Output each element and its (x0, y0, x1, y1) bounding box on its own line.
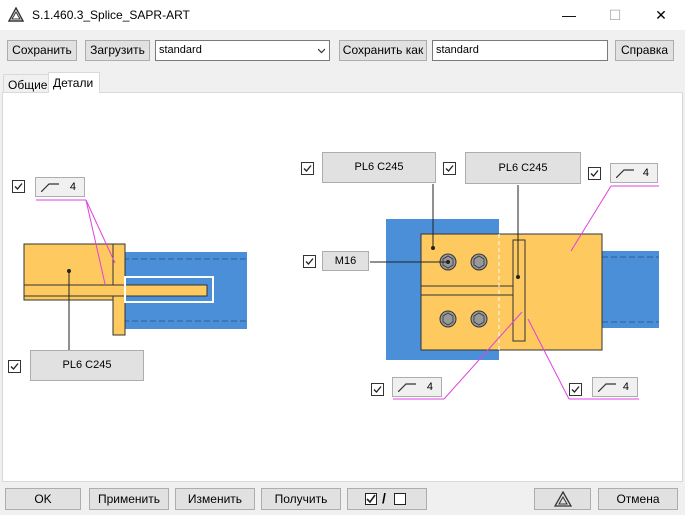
connection-drawing (23, 184, 659, 400)
close-button[interactable]: ✕ (655, 7, 667, 23)
right-detail (370, 184, 659, 400)
fillet-weld-icon (398, 383, 416, 392)
apply-button[interactable]: Применить (89, 488, 169, 510)
app-logo-icon (8, 7, 24, 22)
left-detail (23, 199, 247, 351)
end-plate-label[interactable]: PL6 C245 (465, 152, 581, 184)
right-weld-bottom-left-value: 4 (426, 381, 433, 393)
ok-button[interactable]: OK (5, 488, 81, 510)
bolt-head (473, 255, 485, 269)
right-weld-top-field[interactable]: 4 (610, 163, 658, 183)
left-weld-checkbox[interactable] (12, 180, 25, 193)
save-as-name-input[interactable]: standard (432, 40, 608, 61)
right-weld-leader (443, 311, 523, 400)
help-button[interactable]: Справка (615, 40, 674, 61)
window-title: S.1.460.3_Splice_SAPR-ART (32, 8, 190, 22)
right-weld-leader (527, 318, 570, 400)
cancel-button[interactable]: Отмена (598, 488, 678, 510)
load-button[interactable]: Загрузить (85, 40, 150, 61)
details-panel (2, 92, 683, 482)
left-weld-size-value: 4 (69, 181, 76, 193)
bolt-label[interactable]: M16 (322, 251, 369, 271)
maximize-button[interactable]: ☐ (608, 7, 622, 23)
get-button[interactable]: Получить (261, 488, 341, 510)
checkbox-empty-icon (394, 493, 406, 505)
left-plate-checkbox[interactable] (8, 360, 21, 373)
app-info-button[interactable] (534, 488, 591, 510)
save-as-button[interactable]: Сохранить как (339, 40, 427, 61)
left-tongue-plate (23, 284, 208, 297)
checkbox-checked-icon (365, 493, 377, 505)
preset-select[interactable]: standard (155, 40, 330, 61)
right-weld-top-value: 4 (642, 167, 649, 179)
end-plate-checkbox[interactable] (443, 162, 456, 175)
fillet-weld-icon (41, 183, 59, 192)
bolt-checkbox[interactable] (303, 255, 316, 268)
tab-details[interactable]: Детали (48, 72, 100, 93)
chevron-down-icon (318, 48, 325, 54)
title-bar: S.1.460.3_Splice_SAPR-ART — ☐ ✕ (0, 0, 685, 30)
left-slot-outline (124, 276, 214, 303)
bolt-head (442, 255, 454, 269)
fillet-weld-icon (598, 383, 616, 392)
left-plate-label[interactable]: PL6 C245 (30, 350, 144, 381)
change-button[interactable]: Изменить (175, 488, 255, 510)
fillet-weld-icon (616, 169, 634, 178)
bolt-head (473, 312, 485, 326)
right-plate-checkbox[interactable] (301, 162, 314, 175)
right-end-plate (512, 239, 526, 342)
left-weld-size-field[interactable]: 4 (35, 177, 85, 197)
toggle-all-button[interactable]: / (347, 488, 427, 510)
tab-general[interactable]: Общие (3, 74, 49, 94)
save-button[interactable]: Сохранить (7, 40, 77, 61)
right-weld-bottom-right-value: 4 (622, 381, 629, 393)
right-splice-plate (420, 233, 603, 351)
right-weld-bottom-left-field[interactable]: 4 (392, 377, 442, 397)
right-weld-top-checkbox[interactable] (588, 167, 601, 180)
left-weld-leader (85, 199, 116, 264)
right-weld-leader (570, 185, 612, 252)
left-weld-leader (85, 199, 106, 285)
right-weld-bottom-right-checkbox[interactable] (569, 383, 582, 396)
minimize-button[interactable]: — (562, 7, 576, 23)
bolt-head (442, 312, 454, 326)
right-plate-label[interactable]: PL6 C245 (322, 152, 436, 183)
app-logo-icon (554, 491, 572, 507)
right-weld-bottom-left-checkbox[interactable] (371, 383, 384, 396)
toggle-separator: / (382, 490, 386, 506)
right-weld-bottom-right-field[interactable]: 4 (592, 377, 638, 397)
preset-select-value: standard (159, 44, 202, 56)
